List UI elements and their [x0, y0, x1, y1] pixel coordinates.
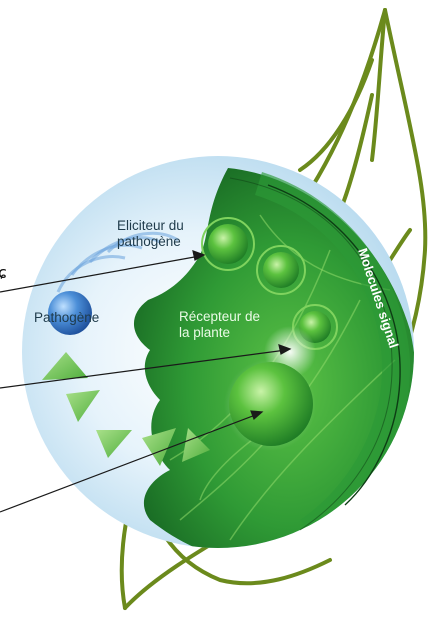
recepteur-label-line2: la plante — [179, 325, 289, 341]
pathogene-label: Pathogène — [34, 310, 99, 326]
recepteur-label-line1: Récepteur de — [179, 309, 289, 325]
eliciteur-label-line2: pathogène — [117, 234, 227, 250]
edge-glyph: ɕ — [0, 263, 7, 282]
eliciteur-label-line1: Eliciteur du — [117, 218, 227, 234]
recepteur-label: Récepteur de la plante — [179, 309, 289, 341]
eliciteur-label: Eliciteur du pathogène — [117, 218, 227, 250]
receptor-sphere — [229, 362, 313, 446]
